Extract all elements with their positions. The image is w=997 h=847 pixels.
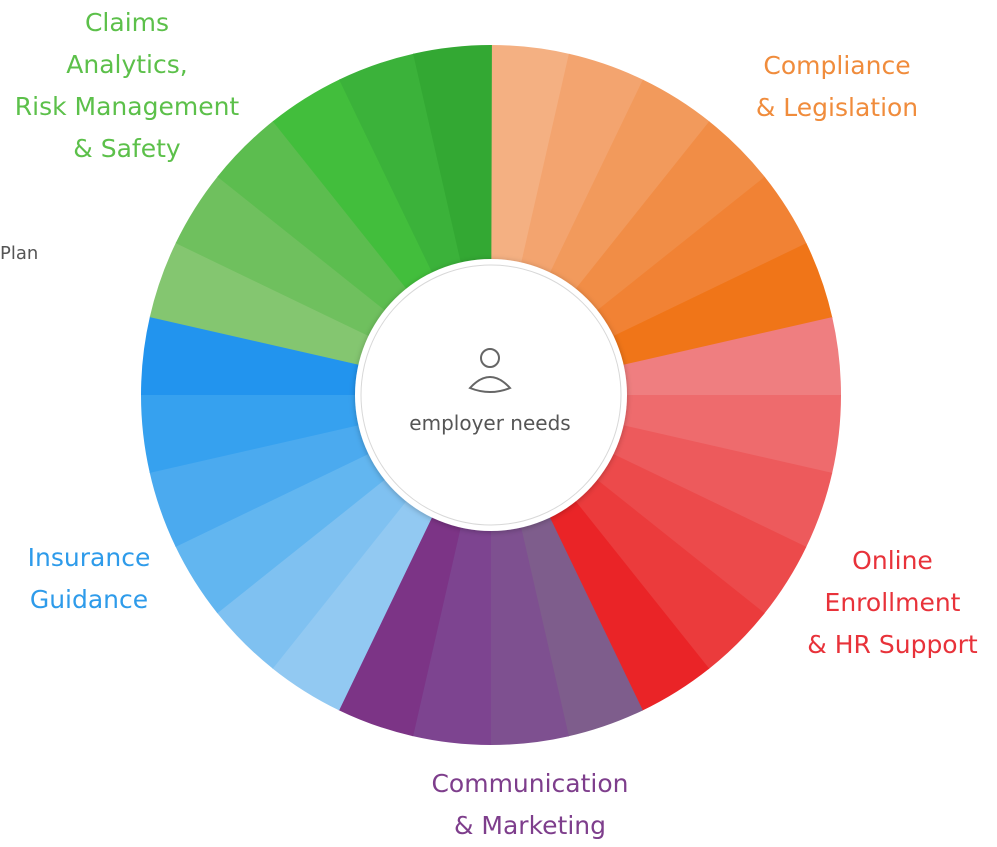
wheel-segment-claims	[149, 242, 384, 369]
claims-analytics-label: Claims Analytics, Risk Management & Safe…	[12, 2, 242, 170]
center-disc	[360, 264, 622, 526]
communication-marketing-label: Communication & Marketing	[420, 763, 640, 847]
enrollment-line-1: Online	[852, 546, 933, 575]
insurance-line-1: Insurance	[27, 543, 151, 572]
wheel-segment-claims	[413, 45, 492, 279]
compliance-label: Compliance & Legislation	[752, 45, 922, 129]
wheel-segment-compliance	[584, 176, 807, 344]
wheel-segment-enrollment	[607, 317, 841, 396]
wheel-segment-compliance	[565, 121, 766, 321]
enrollment-line-2: Enrollment	[824, 588, 961, 617]
wheel-segment-communication	[338, 502, 465, 737]
insurance-line-2: Guidance	[29, 585, 149, 614]
center-label: employer needs	[409, 411, 570, 435]
wheel-segment-insurance	[216, 469, 417, 669]
claims-line-1: Claims	[84, 8, 170, 37]
wheel-segment-enrollment	[542, 488, 710, 711]
wheel-segment-insurance	[141, 394, 375, 473]
wheel-segment-claims	[175, 176, 398, 343]
wheel-segment-insurance	[149, 421, 383, 547]
plan-label: Plan	[0, 243, 39, 264]
claims-line-4: & Safety	[73, 134, 181, 163]
wheel-segment-claims	[217, 120, 417, 321]
wheel-segment-insurance	[272, 488, 439, 711]
insurance-guidance-label: Insurance Guidance	[20, 537, 158, 621]
wheel-segments	[141, 45, 841, 745]
communication-line-2: & Marketing	[453, 811, 607, 840]
wheel-segment-communication	[490, 511, 569, 745]
wheel-segment-claims	[272, 79, 440, 302]
wheel-segment-enrollment	[565, 469, 765, 670]
wheel-segment-compliance	[543, 79, 710, 302]
online-enrollment-label: Online Enrollment & HR Support	[800, 540, 985, 666]
claims-line-3: Risk Management	[14, 92, 240, 121]
wheel-segment-communication	[412, 511, 491, 745]
person-icon	[468, 348, 512, 393]
wheel-segment-compliance	[517, 53, 644, 288]
wheel-segment-enrollment	[584, 447, 807, 614]
wheel-segment-claims	[339, 53, 465, 287]
wheel-segment-enrollment	[598, 421, 833, 548]
wheel-segment-insurance	[175, 446, 398, 614]
claims-line-2: Analytics,	[66, 50, 188, 79]
communication-line-1: Communication	[431, 769, 629, 798]
enrollment-line-3: & HR Support	[807, 630, 978, 659]
wheel-segment-communication	[517, 503, 643, 737]
wheel-segment-insurance	[141, 316, 375, 395]
wheel-segment-compliance	[491, 45, 570, 279]
compliance-line-2: & Legislation	[755, 93, 919, 122]
wheel-segment-compliance	[599, 243, 833, 369]
compliance-line-1: Compliance	[763, 51, 911, 80]
wheel-segment-enrollment	[607, 395, 841, 474]
